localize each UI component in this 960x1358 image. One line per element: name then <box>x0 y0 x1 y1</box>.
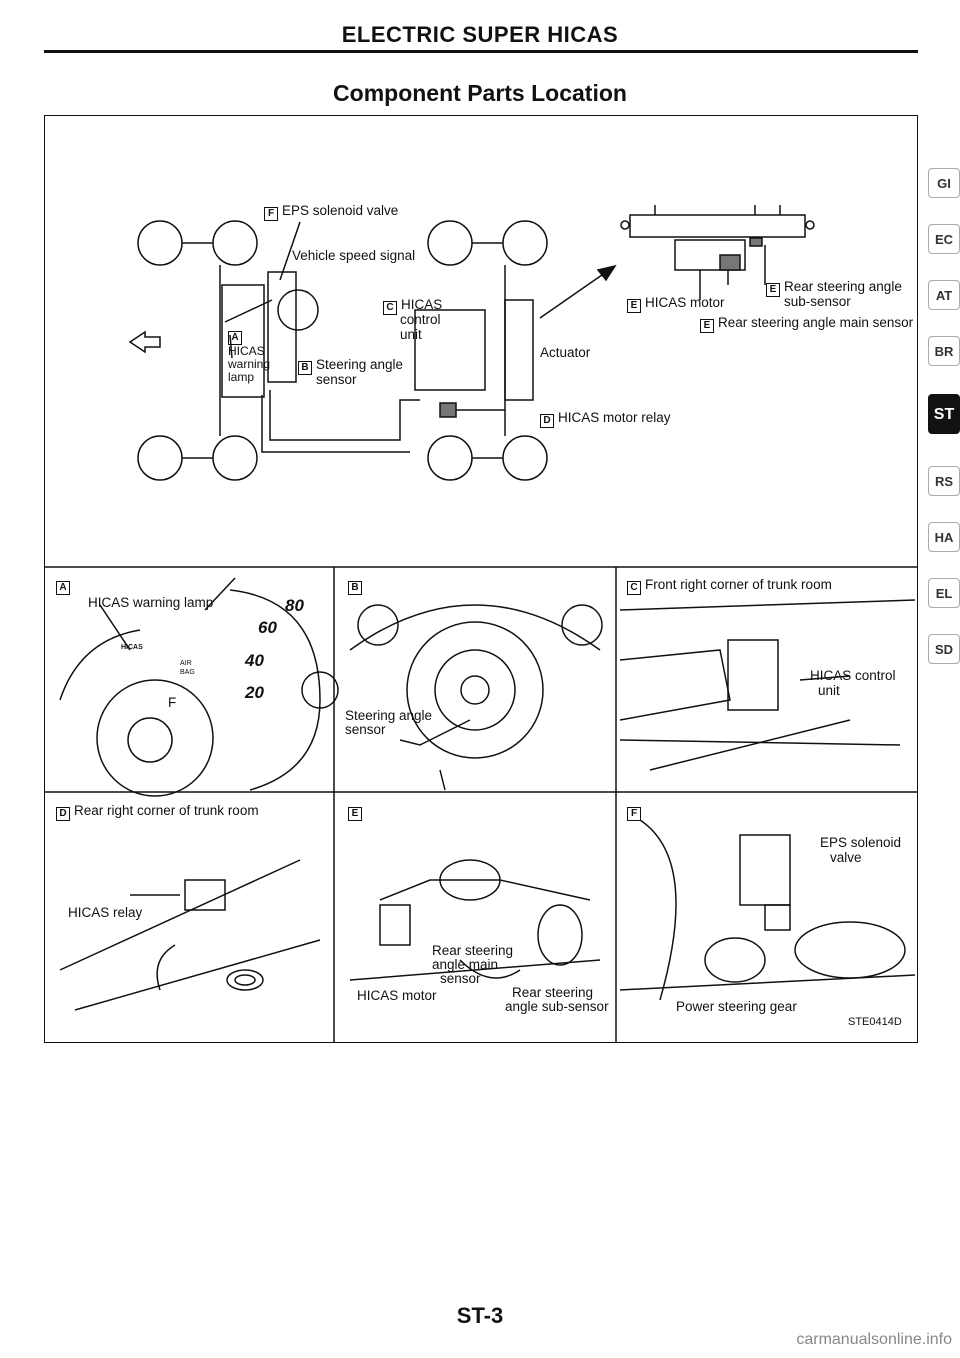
panel-b-badge: B <box>348 577 366 595</box>
panel-e-sub-sensor-2: angle sub-sensor <box>505 999 609 1014</box>
tab-st[interactable]: ST <box>928 394 960 434</box>
panel-c-control-label-2: unit <box>818 683 840 698</box>
panel-c-sketch <box>619 599 916 771</box>
actuator-drawing <box>539 205 815 319</box>
warning-lamp-label-1: HICAS <box>228 344 265 358</box>
tab-ha[interactable]: HA <box>928 522 960 552</box>
hicas-relay-label: HICAS relay <box>68 905 143 920</box>
panel-grid <box>44 566 918 1043</box>
letter-badge: D <box>56 807 70 821</box>
panel-e-badge: E <box>348 803 366 821</box>
actuator-label: Actuator <box>540 345 591 360</box>
letter-badge: A <box>228 331 242 345</box>
letter-badge: C <box>383 301 397 315</box>
figure-frame <box>44 115 918 1043</box>
panel-f-sketch <box>619 819 916 1001</box>
tab-el[interactable]: EL <box>928 578 960 608</box>
gauge-20: 20 <box>245 683 264 702</box>
header-rule <box>44 50 918 53</box>
gauge-60: 60 <box>258 618 277 637</box>
page-number: ST-3 <box>456 1303 504 1328</box>
panel-e-sketch <box>349 859 601 981</box>
letter-badge: C <box>627 581 641 595</box>
panel-e-main-sensor-1: Rear steering <box>432 943 514 958</box>
warning-lamp-badge: A <box>228 328 246 345</box>
gauge-40: 40 <box>245 651 264 670</box>
warning-lamp-label-3: lamp <box>228 370 255 384</box>
panel-e-sub-sensor-1: Rear steering <box>512 985 594 1000</box>
letter-badge: E <box>348 807 362 821</box>
panel-f-eps-label-1: EPS solenoid <box>820 835 902 850</box>
steering-angle-sensor-label-2: sensor <box>316 372 357 387</box>
tab-sd[interactable]: SD <box>928 634 960 664</box>
letter-badge: F <box>264 207 278 221</box>
letter-badge: B <box>348 581 362 595</box>
gauge-80: 80 <box>285 596 304 615</box>
tab-gi[interactable]: GI <box>928 168 960 198</box>
tab-br[interactable]: BR <box>928 336 960 366</box>
letter-badge: E <box>766 283 780 297</box>
panel-e-main-sensor-2: angle main <box>432 957 499 972</box>
figure-code: STE0414D <box>848 1016 902 1028</box>
air-icon-text: AIR <box>180 660 192 667</box>
power-steering-gear-label: Power steering gear <box>676 999 797 1014</box>
panel-e-main-sensor-3: sensor <box>440 971 481 986</box>
hicas-warning-lamp-label: HICAS warning lamp <box>88 595 214 610</box>
rear-sub-sensor-label-2: sub-sensor <box>784 294 851 309</box>
overview-vehicle <box>128 220 548 481</box>
panel-b-sketch <box>349 604 603 791</box>
tab-ec[interactable]: EC <box>928 224 960 254</box>
panel-c-control-label-1: HICAS control <box>810 668 896 683</box>
panel-f-badge: F <box>627 803 645 821</box>
tab-at[interactable]: AT <box>928 280 960 310</box>
warning-lamp-label-2: warning <box>228 357 271 371</box>
letter-badge: D <box>540 414 554 428</box>
letter-badge: F <box>627 807 641 821</box>
hicas-control-unit-label-3: unit <box>400 327 422 342</box>
tab-rs[interactable]: RS <box>928 466 960 496</box>
fuel-gauge-f: F <box>168 695 177 710</box>
watermark: carmanualsonline.info <box>796 1331 952 1348</box>
panel-b-sensor-label-1: Steering angle <box>345 708 433 723</box>
vehicle-speed-signal-label: Vehicle speed signal <box>292 248 416 263</box>
panel-b-sensor-label-2: sensor <box>345 722 386 737</box>
letter-badge: E <box>700 319 714 333</box>
panel-f-eps-label-2: valve <box>830 850 862 865</box>
letter-badge: E <box>627 299 641 313</box>
section-title: Component Parts Location <box>333 80 627 106</box>
letter-badge: B <box>298 361 312 375</box>
page-title: ELECTRIC SUPER HICAS <box>341 22 619 47</box>
hicas-control-unit-label-2: control <box>400 312 441 327</box>
hicas-icon-text: HICAS <box>121 644 143 651</box>
bag-icon-text: BAG <box>180 669 195 676</box>
letter-badge: A <box>56 581 70 595</box>
panel-d-sketch <box>59 859 321 1011</box>
panel-e-hicas-motor: HICAS motor <box>357 988 437 1003</box>
panel-a-sketch <box>59 577 339 797</box>
panel-a-badge: A <box>56 577 74 595</box>
